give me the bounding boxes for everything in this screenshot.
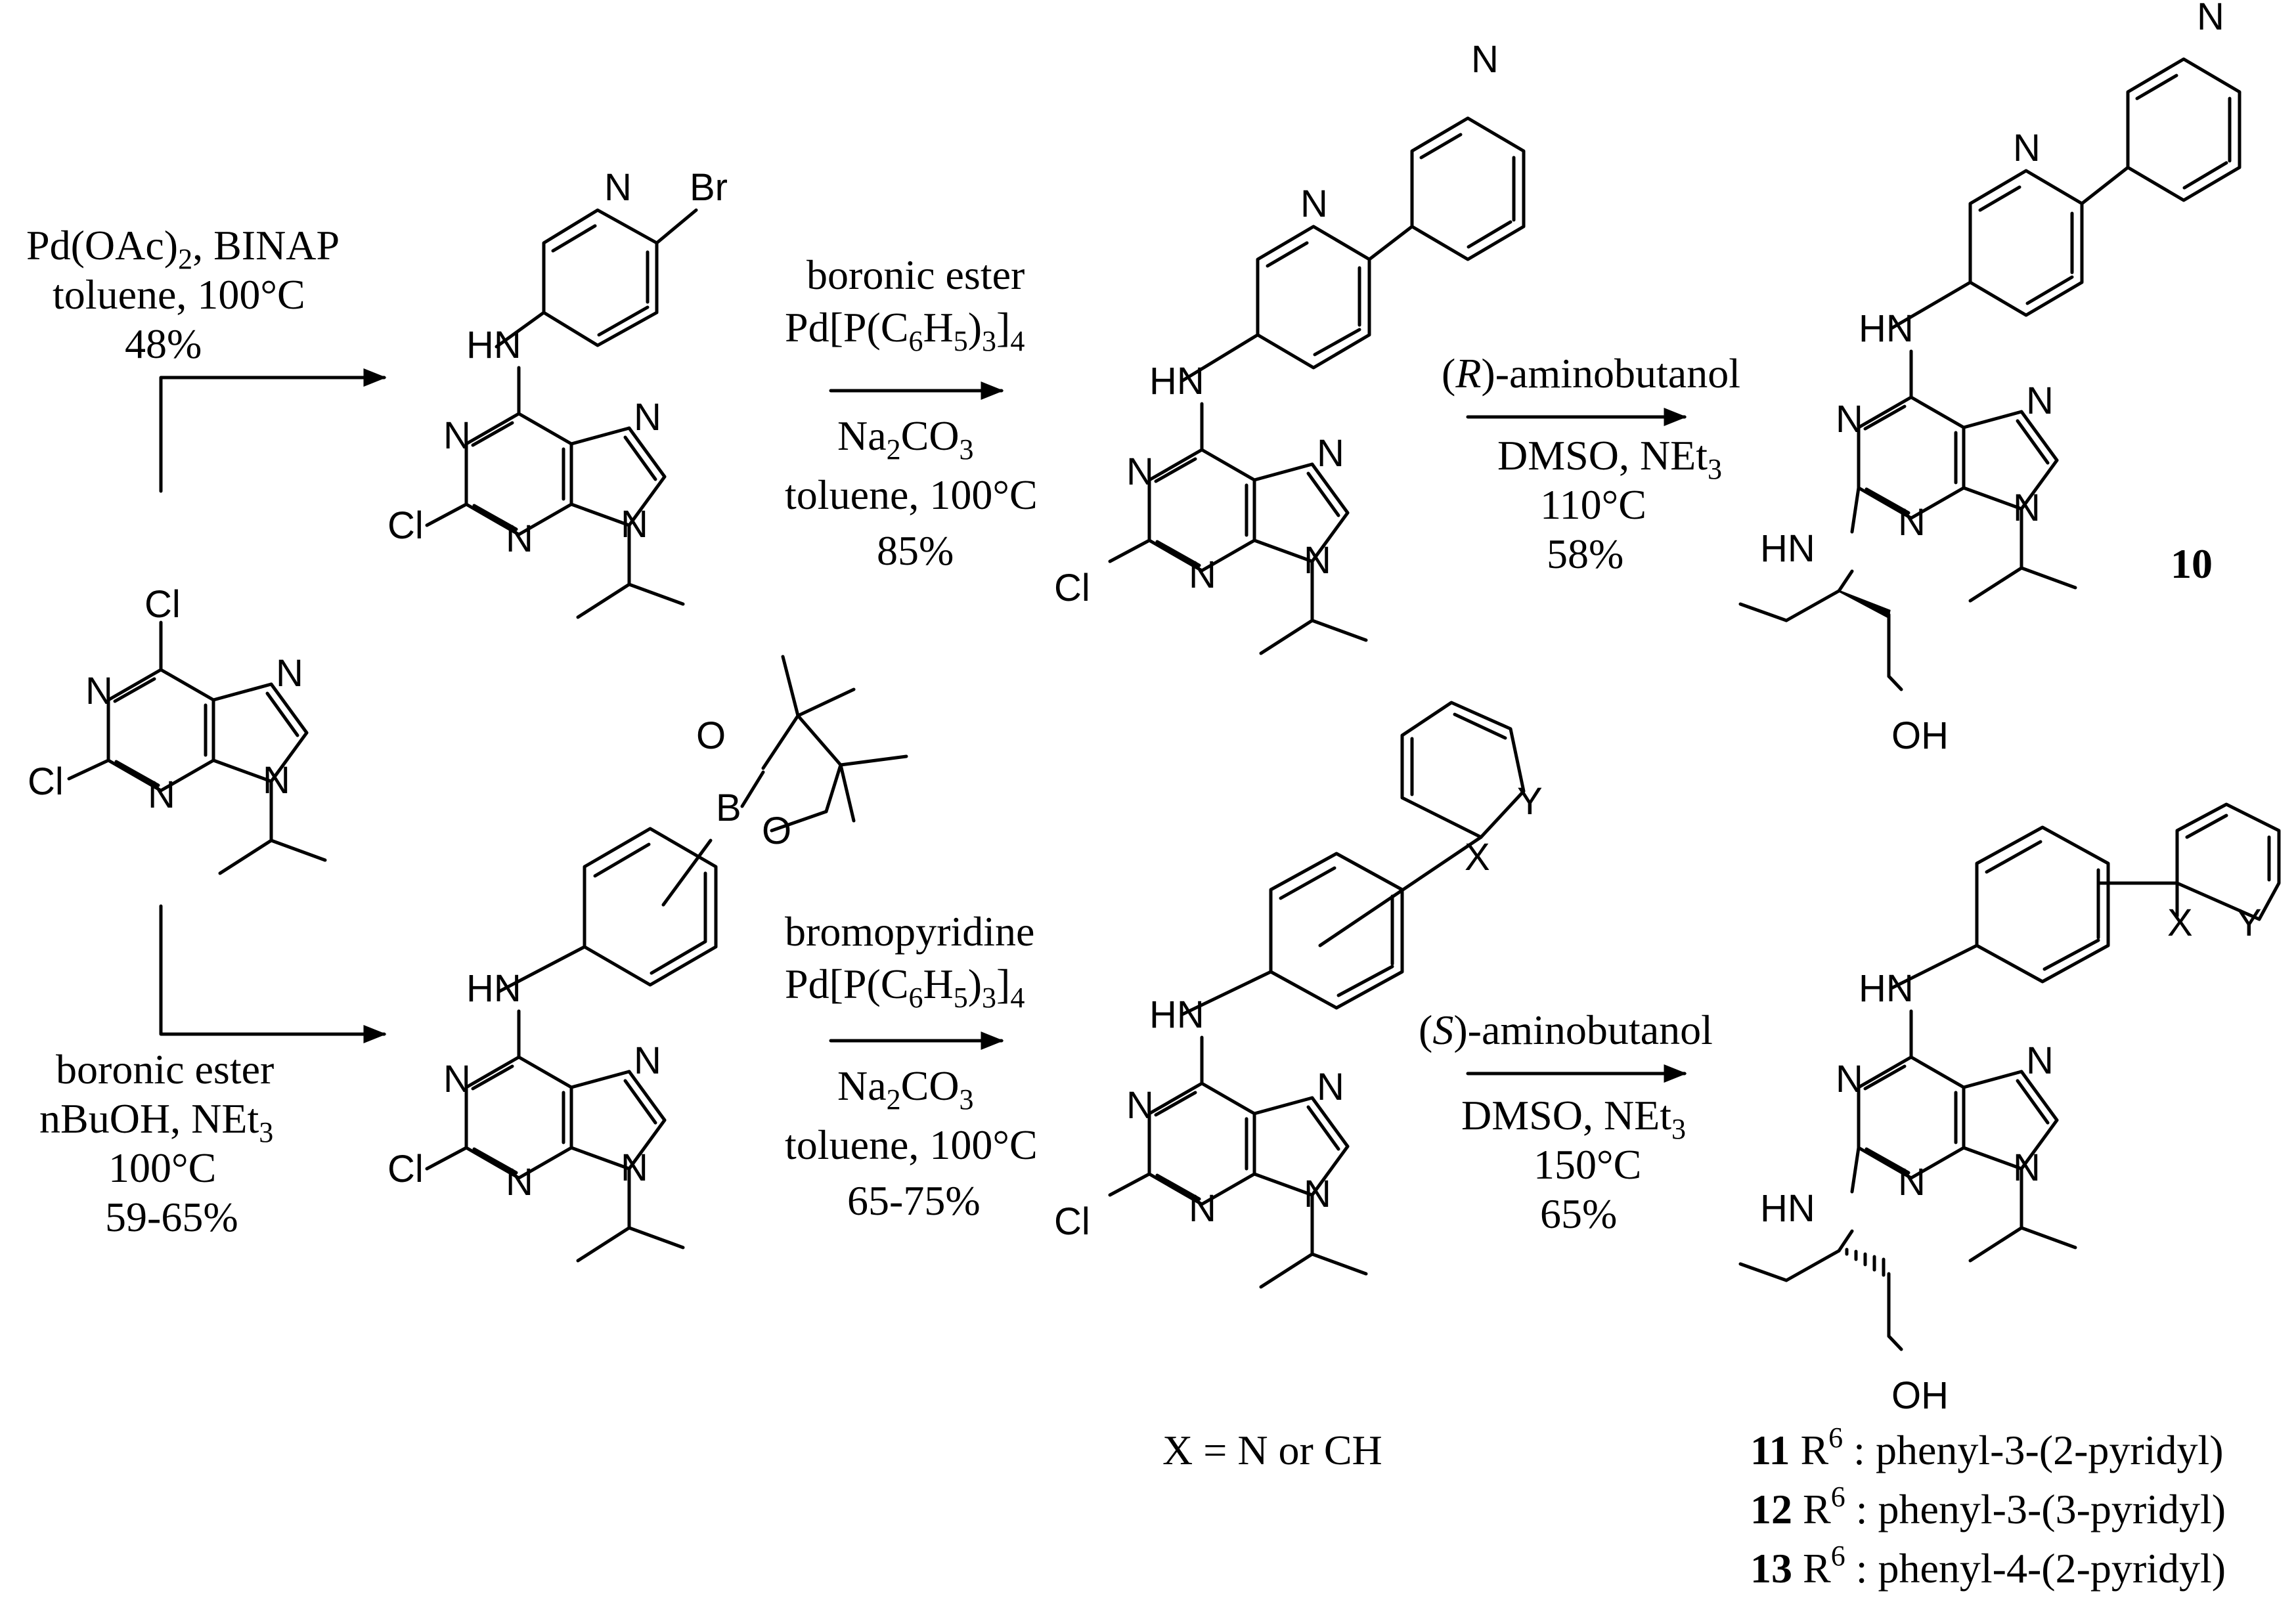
p11-oh: OH (1891, 1374, 1949, 1417)
step3-top-line2: DMSO, NEt3 (1497, 432, 1722, 485)
product-10-structure (1738, 57, 2241, 691)
step2-bottom-line2: Pd[P(C6H5)3]4 (785, 961, 1025, 1014)
intB-n3: N (506, 1161, 533, 1204)
step3-top-line4: 58% (1547, 531, 1623, 577)
step2-bottom-line5: 65-75% (847, 1177, 981, 1224)
step3-top-line1: (R)-aminobutanol (1442, 350, 1740, 397)
step3-top-line3: 110°C (1540, 481, 1646, 528)
intermediate-bipyridyl-structure (1108, 116, 1526, 653)
intD-y: Y (1517, 780, 1543, 823)
intA-n7: N (634, 396, 661, 439)
intB-b: B (716, 787, 741, 829)
intD-x: X (1465, 836, 1490, 879)
intC-n3: N (1189, 554, 1216, 596)
step2-top-line3: Na2CO3 (837, 412, 974, 466)
p10-n7: N (2026, 380, 2054, 422)
step1-bottom-line2: nBuOH, NEt3 (39, 1095, 273, 1148)
compound-10-label: 10 (2171, 540, 2213, 587)
p11-n7: N (2026, 1039, 2054, 1082)
intA-cl: Cl (387, 504, 424, 547)
sm-n9: N (263, 759, 290, 802)
intC-n-pyr1: N (1300, 183, 1328, 225)
intB-hn: HN (466, 967, 521, 1010)
intD-n9: N (1304, 1173, 1331, 1215)
sm-cl-2: Cl (28, 760, 64, 803)
step2-top-line4: toluene, 100°C (785, 471, 1038, 518)
intermediate-arylpyridyl-structure (1108, 701, 1526, 1287)
intermediate-bromopyridyl-structure (425, 208, 698, 617)
step2-bottom-line3: Na2CO3 (837, 1062, 974, 1116)
intC-n-pyr2: N (1471, 38, 1499, 81)
step1-top-line3: 48% (125, 320, 202, 367)
step1-bottom-line3: 100°C (108, 1144, 216, 1191)
p10-n9: N (2013, 487, 2041, 529)
intA-hn: HN (466, 324, 521, 366)
step1-top-line1: Pd(OAc)2, BINAP (26, 222, 340, 275)
intermediate-boronate-structure (425, 655, 908, 1261)
p11-hn-6: HN (1859, 967, 1914, 1010)
starting-material-structure (67, 620, 325, 873)
p11-x: X (2167, 902, 2193, 944)
p11-n3: N (1898, 1161, 1926, 1204)
p10-n-pyr1: N (2013, 127, 2041, 169)
intD-hn: HN (1149, 993, 1204, 1036)
intC-n9: N (1304, 539, 1331, 582)
intA-n9: N (621, 503, 648, 546)
sm-n7: N (276, 652, 303, 695)
intA-n1: N (443, 414, 471, 457)
p10-n3: N (1898, 501, 1926, 544)
sm-n3: N (148, 773, 175, 816)
p10-oh: OH (1891, 714, 1949, 757)
intD-n3: N (1189, 1187, 1216, 1230)
arrow-step1-bottom (159, 904, 387, 1043)
intC-n7: N (1317, 432, 1344, 475)
p10-n-pyr2: N (2197, 0, 2224, 38)
step3-bottom-line3: 150°C (1534, 1141, 1641, 1188)
intB-n7: N (634, 1039, 661, 1082)
p11-y: Y (2236, 902, 2262, 944)
step2-top-line1: boronic ester (806, 251, 1025, 298)
step1-top-line2: toluene, 100°C (53, 271, 305, 318)
intC-hn: HN (1149, 360, 1204, 402)
intB-n1: N (443, 1058, 471, 1100)
step3-bottom-line1: (S)-aminobutanol (1419, 1007, 1713, 1053)
intA-br: Br (690, 166, 728, 209)
intC-cl: Cl (1054, 567, 1090, 609)
p11-hn-2: HN (1760, 1187, 1815, 1230)
intD-n1: N (1126, 1084, 1154, 1127)
intA-n3: N (506, 517, 533, 560)
step2-top-line2: Pd[P(C6H5)3]4 (785, 304, 1025, 357)
step1-bottom-line4: 59-65% (105, 1194, 238, 1240)
intC-n1: N (1126, 450, 1154, 493)
step2-top-line5: 85% (877, 527, 954, 574)
step3-bottom-line2: DMSO, NEt3 (1461, 1092, 1686, 1145)
intA-n-pyridine: N (604, 166, 632, 209)
p10-n1: N (1836, 398, 1863, 441)
step3-bottom-line4: 65% (1540, 1190, 1617, 1237)
intD-n7: N (1317, 1066, 1344, 1108)
sm-cl-top: Cl (144, 583, 181, 626)
arrow-step1-top (159, 368, 387, 493)
intB-o-top: O (696, 714, 726, 757)
intB-n9: N (621, 1146, 648, 1189)
p10-hn-6: HN (1859, 307, 1914, 350)
p11-n9: N (2013, 1146, 2041, 1189)
p10-hn-2: HN (1760, 527, 1815, 570)
p11-n1: N (1836, 1058, 1863, 1100)
x-n-or-ch-note: X = N or CH (1162, 1427, 1382, 1473)
products-11-13-structure (1738, 802, 2281, 1351)
sm-n1: N (85, 670, 113, 712)
step2-bottom-line4: toluene, 100°C (785, 1121, 1038, 1168)
intD-cl: Cl (1054, 1200, 1090, 1243)
step1-bottom-line1: boronic ester (56, 1046, 274, 1093)
step2-bottom-line1: bromopyridine (785, 908, 1034, 955)
intB-cl: Cl (387, 1148, 424, 1190)
intB-o-bottom: O (762, 810, 791, 852)
